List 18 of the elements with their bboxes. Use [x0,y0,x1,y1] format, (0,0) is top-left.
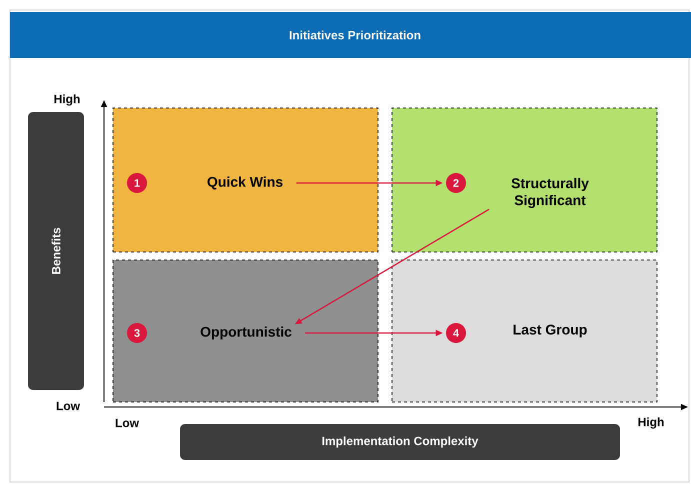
quadrant-label: Structurally Significant [512,178,589,208]
quadrant-label: Quick Wins [208,176,282,190]
number-badge: 4 [446,323,466,343]
number-badge: 3 [127,323,147,343]
quadrant-box [112,260,378,402]
axis-label: Low [56,402,80,410]
header-bar: Initiatives Prioritization [10,12,691,58]
complexity-bar: Implementation Complexity [180,424,620,460]
quadrant-box [112,108,378,252]
axis-label: High [638,417,664,429]
quadrant-label: Opportunistic [200,326,292,340]
quadrant-box [392,108,658,252]
quadrant-box [392,260,658,402]
benefits-bar: Benefits [28,112,84,390]
number-badge: 2 [446,173,466,193]
quadrant-label: Last Group [514,324,587,338]
axis-label: Low [116,418,140,428]
number-badge: 1 [127,173,147,193]
